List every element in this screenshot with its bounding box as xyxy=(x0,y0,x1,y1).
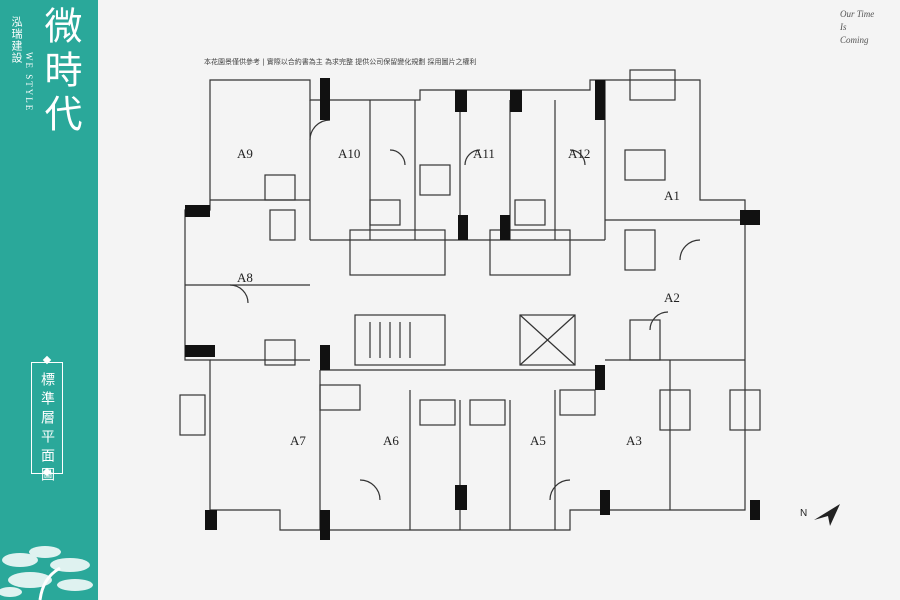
tagline: Our Time Is Coming xyxy=(840,8,874,47)
floor-plan xyxy=(179,69,761,540)
unit-label-a8: A8 xyxy=(237,270,253,285)
unit-label-a10: A10 xyxy=(338,146,361,161)
disclaimer-text: 本花園景僅供參考 | 實際以合約書為主 為求完整 提供公司保留變化規劃 採用圖片… xyxy=(204,58,477,66)
unit-label-a2: A2 xyxy=(664,290,680,305)
unit-label-a7: A7 xyxy=(290,433,306,448)
unit-label-a9: A9 xyxy=(237,146,253,161)
unit-label-a6: A6 xyxy=(383,433,399,448)
unit-label-a1: A1 xyxy=(664,188,680,203)
unit-label-a5: A5 xyxy=(530,433,546,448)
tagline-line-3: Coming xyxy=(840,35,869,45)
structural-columns xyxy=(185,78,760,540)
unit-label-a12: A12 xyxy=(568,146,591,161)
unit-label-a11: A11 xyxy=(473,146,495,161)
developer-name: 泓瑞建設 xyxy=(10,16,23,64)
compass-label: N xyxy=(800,508,808,519)
sidebar: 泓瑞建設 WE STYLE 微時代 標準層平面圖 xyxy=(0,0,98,600)
tagline-line-2: Is xyxy=(840,22,847,32)
brand-english: WE STYLE xyxy=(24,52,34,113)
tagline-line-1: Our Time xyxy=(840,9,875,19)
unit-label-a3: A3 xyxy=(626,433,642,448)
project-title: 微時代 xyxy=(38,6,82,138)
sheet-title: 標準層平面圖 xyxy=(39,372,55,486)
north-arrow-icon xyxy=(814,504,840,526)
pine-tree-icon xyxy=(0,546,93,600)
plan-linework xyxy=(179,69,761,531)
